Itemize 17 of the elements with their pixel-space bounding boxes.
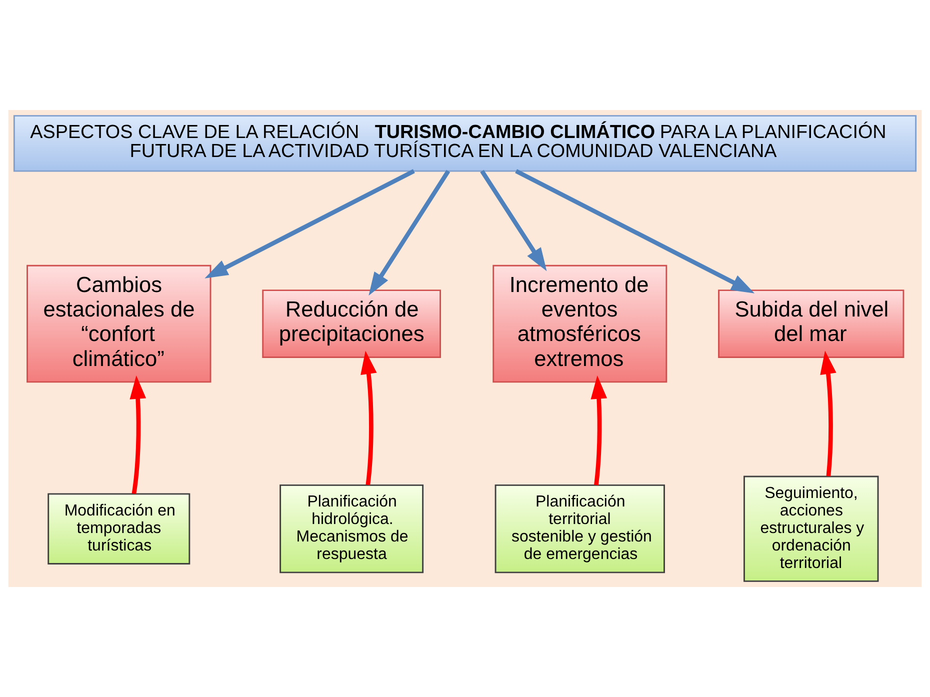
node-box: Planificación territorial sostenible y gestión de emergencias xyxy=(494,484,665,574)
node-box: Subida del nivel del mar xyxy=(718,290,904,358)
arrow xyxy=(204,169,415,278)
node-box: Modificación en temporadas turísticas xyxy=(48,493,190,564)
node-box: Planificación hidrológica. Mecanismos de respuesta xyxy=(280,484,424,574)
arrow xyxy=(130,376,146,494)
arrow xyxy=(515,169,755,294)
node-box: Reducción de precipitaciones xyxy=(262,290,441,358)
node-box: Incremento de eventos atmosféricos extremos xyxy=(492,264,668,383)
arrow xyxy=(480,170,547,272)
node-box: ASPECTOS CLAVE DE LA RELACIÓN TURISMO-CAMBIO CLIMÁTICO PARA LA PLANIFICACIÓN FUTURA DE LA ACTIVIDAD TURÍSTICA EN LA COMUNIDAD VALENCIANA xyxy=(13,115,917,172)
node-box: Seguimiento, acciones estructurales y ordenación territorial xyxy=(744,476,879,582)
arrow xyxy=(590,376,608,486)
node-box: Cambios estacionales de “confort climático” xyxy=(26,264,212,383)
arrow xyxy=(820,350,836,476)
arrow xyxy=(360,350,377,486)
arrow xyxy=(368,170,450,296)
